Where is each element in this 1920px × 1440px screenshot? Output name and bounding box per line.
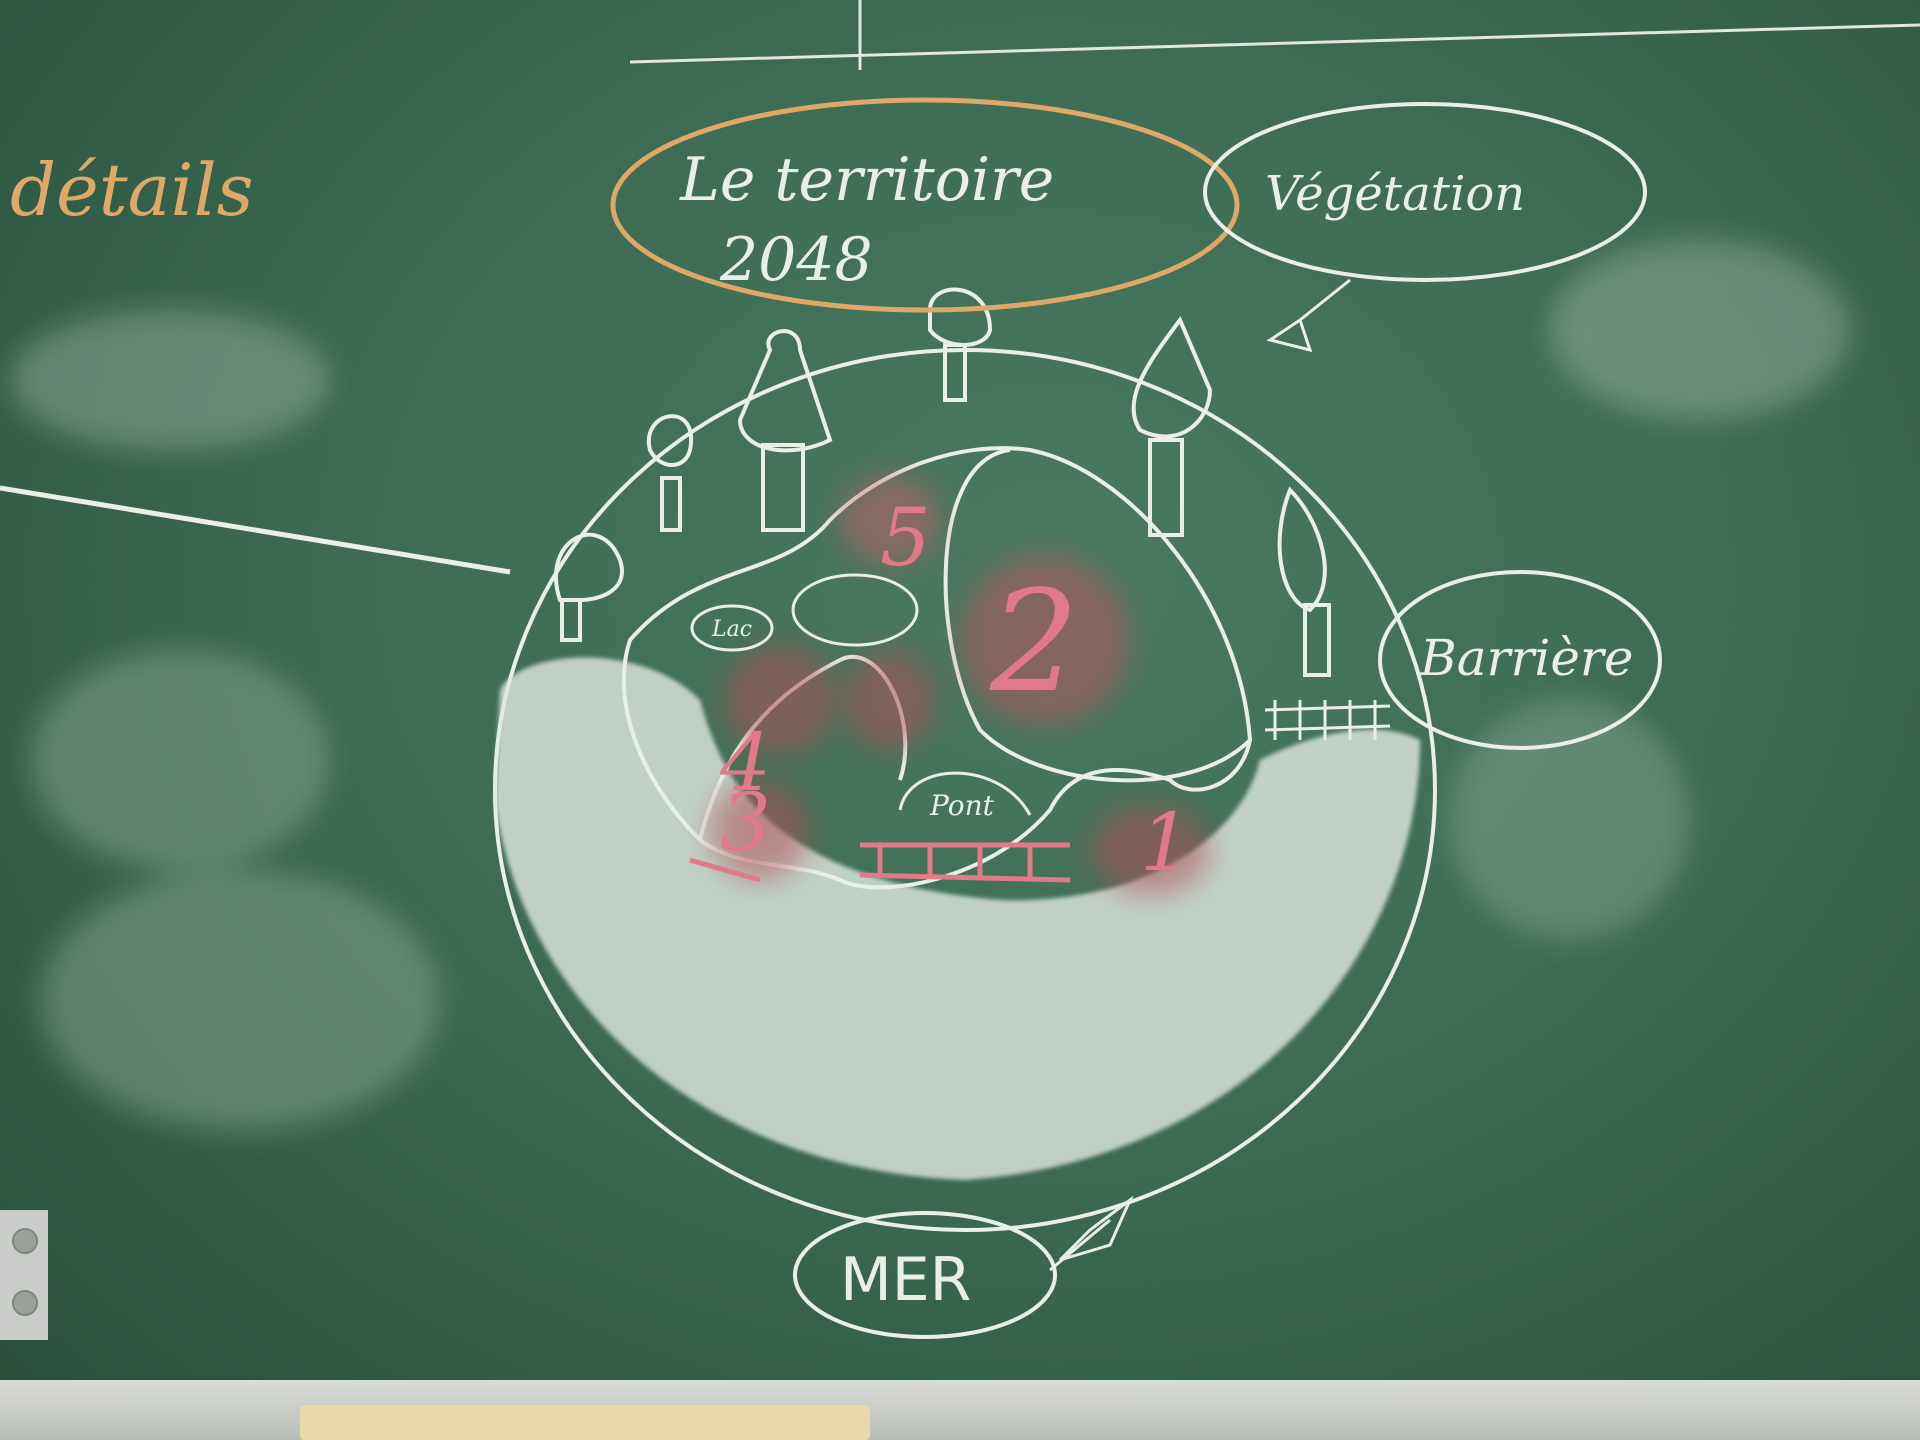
mer-arrow [1058, 1195, 1134, 1262]
lac-label: Lac [711, 617, 752, 642]
eraser [300, 1405, 870, 1440]
screw-icon [12, 1228, 38, 1254]
pont-arch [898, 771, 1032, 816]
year-label: 2048 [719, 225, 873, 295]
board-frame [0, 1210, 48, 1340]
eraser-smudges [10, 240, 1850, 1130]
trees [553, 287, 1331, 677]
lac-oval [690, 604, 774, 652]
left-rule [0, 485, 511, 575]
vegetation-label: Végétation [1265, 166, 1525, 222]
zone-1-label: 1 [1140, 796, 1191, 889]
details-label: détails [10, 148, 254, 232]
chalk-tray [0, 1380, 1920, 1440]
zone-5-label: 5 [880, 491, 931, 584]
vegetation-oval [1203, 102, 1647, 282]
mer-label: MER [840, 1245, 971, 1315]
zone-2-label: 2 [989, 561, 1079, 724]
red-shading [710, 475, 1210, 895]
zone-4-label: 4 [719, 716, 771, 809]
mer-oval [793, 1211, 1057, 1339]
title-label: Le territoire [679, 145, 1054, 215]
zone-3-label: 3 [720, 776, 771, 869]
screw-icon [12, 1290, 38, 1316]
mer-arrow-line [1049, 1218, 1111, 1272]
bridge [689, 842, 1071, 883]
sea-fill [495, 657, 1420, 1180]
fence [1264, 700, 1391, 740]
wave-oval [791, 573, 919, 647]
barriere-label: Barrière [1419, 629, 1633, 687]
pont-label: Pont [929, 789, 995, 822]
vegetation-arrow [1266, 278, 1351, 353]
top-rule [629, 23, 1920, 64]
zone-two-outline [943, 448, 1252, 783]
title-oval [610, 97, 1240, 313]
barriere-oval [1378, 570, 1662, 750]
